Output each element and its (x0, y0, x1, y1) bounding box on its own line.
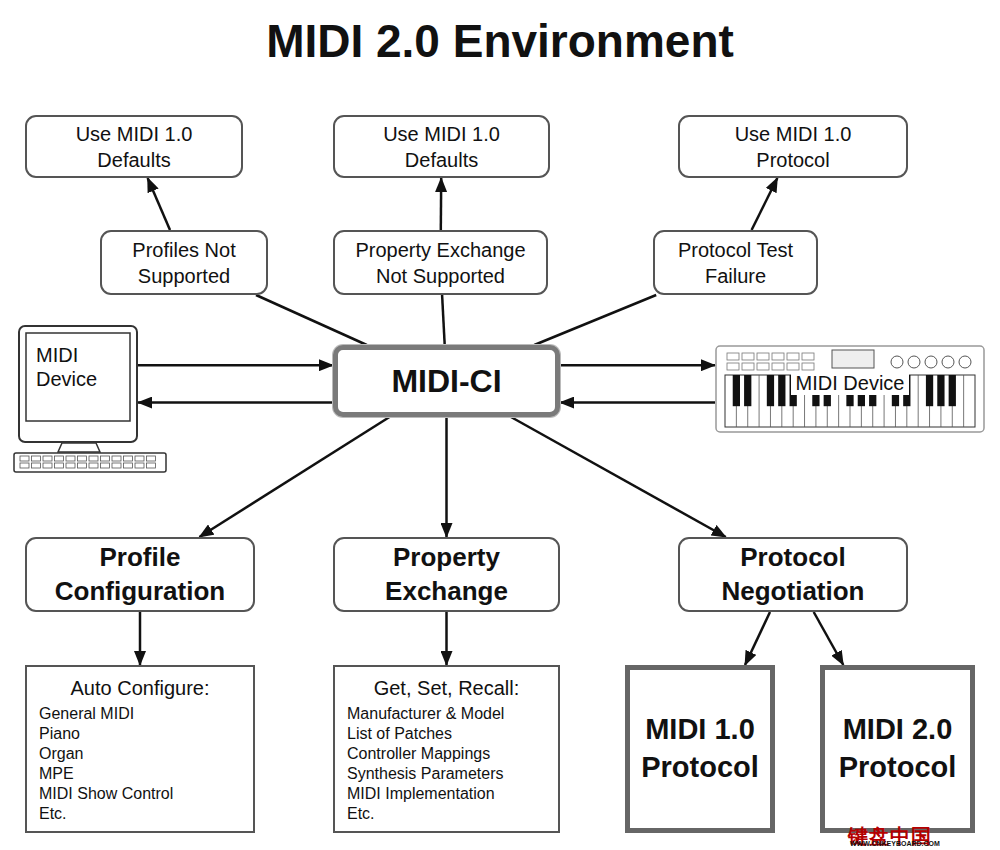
list-item: Organ (39, 744, 241, 764)
diagram-title: MIDI 2.0 Environment (0, 14, 1000, 69)
connector-arrow (534, 295, 656, 345)
connector-arrow (752, 178, 778, 230)
watermark: WWW.CNKEYBOARD.COM (850, 840, 940, 847)
connector-arrow (560, 401, 715, 404)
connector-arrow (138, 364, 333, 367)
node-label: MIDI 2.0 Protocol (831, 711, 964, 786)
connector-arrow (199, 417, 389, 537)
node-label: MIDI 1.0 Protocol (636, 711, 764, 786)
node-label: MIDI-CI (391, 363, 501, 400)
list-heading: Get, Set, Recall: (347, 677, 546, 700)
list-box: Get, Set, Recall: Manufacturer & ModelLis… (333, 665, 560, 833)
list-item: Etc. (347, 804, 546, 824)
list-heading: Auto Configure: (39, 677, 241, 700)
condition-box: Property Exchange Not Supported (333, 230, 548, 295)
connector-arrow (560, 364, 715, 367)
connector-arrow (440, 178, 443, 230)
condition-box: Protocol Test Failure (653, 230, 818, 295)
protocol-box: MIDI 2.0 Protocol (820, 665, 975, 833)
list-item: MIDI Show Control (39, 784, 241, 804)
connector-arrow (442, 295, 445, 345)
hub-box: MIDI-CI (333, 345, 560, 417)
node-label: MIDI Device (791, 372, 910, 395)
connector-arrow (445, 612, 448, 665)
keyboard-icon: MIDI Device (715, 345, 985, 433)
outcome-box: Use MIDI 1.0 Defaults (25, 115, 243, 178)
connector-arrow (138, 401, 333, 404)
list-item: List of Patches (347, 724, 546, 744)
protocol-box: MIDI 1.0 Protocol (625, 665, 775, 833)
monitor-stand (58, 443, 100, 452)
node-label: Profile Configuration (37, 541, 243, 609)
node-label: Property Exchange Not Supported (343, 237, 538, 289)
node-label: Use MIDI 1.0 Defaults (59, 121, 209, 173)
computer-keyboard (14, 453, 166, 472)
connector-arrow (511, 417, 726, 537)
node-label: Protocol Negotiation (690, 541, 896, 609)
list-item: Piano (39, 724, 241, 744)
computer-icon: MIDI Device (18, 325, 138, 443)
node-label: Use MIDI 1.0 Defaults (367, 121, 517, 173)
section-box: Protocol Negotiation (678, 537, 908, 612)
list-item: General MIDI (39, 704, 241, 724)
node-label: Profiles Not Supported (110, 237, 258, 289)
condition-box: Profiles Not Supported (100, 230, 268, 295)
connector-arrow (148, 178, 170, 230)
list-box: Auto Configure: General MIDIPianoOrganMPE… (25, 665, 255, 833)
node-label: Use MIDI 1.0 Protocol (718, 121, 868, 173)
connector-arrow (139, 612, 142, 665)
section-box: Profile Configuration (25, 537, 255, 612)
connector-arrow (814, 612, 844, 665)
connector-arrow (745, 612, 770, 665)
section-box: Property Exchange (333, 537, 560, 612)
node-label: Property Exchange (345, 541, 548, 609)
list-item: Etc. (39, 804, 241, 824)
node-label: Protocol Test Failure (675, 237, 797, 289)
node-label: MIDI Device (36, 343, 116, 391)
outcome-box: Use MIDI 1.0 Protocol (678, 115, 908, 178)
connector-arrow (445, 417, 448, 537)
list-item: Controller Mappings (347, 744, 546, 764)
list-item: Manufacturer & Model (347, 704, 546, 724)
connector-arrow (256, 295, 367, 345)
list-item: MIDI Implementation (347, 784, 546, 804)
list-item: Synthesis Parameters (347, 764, 546, 784)
outcome-box: Use MIDI 1.0 Defaults (333, 115, 550, 178)
computer-keys (20, 456, 156, 468)
list-item: MPE (39, 764, 241, 784)
